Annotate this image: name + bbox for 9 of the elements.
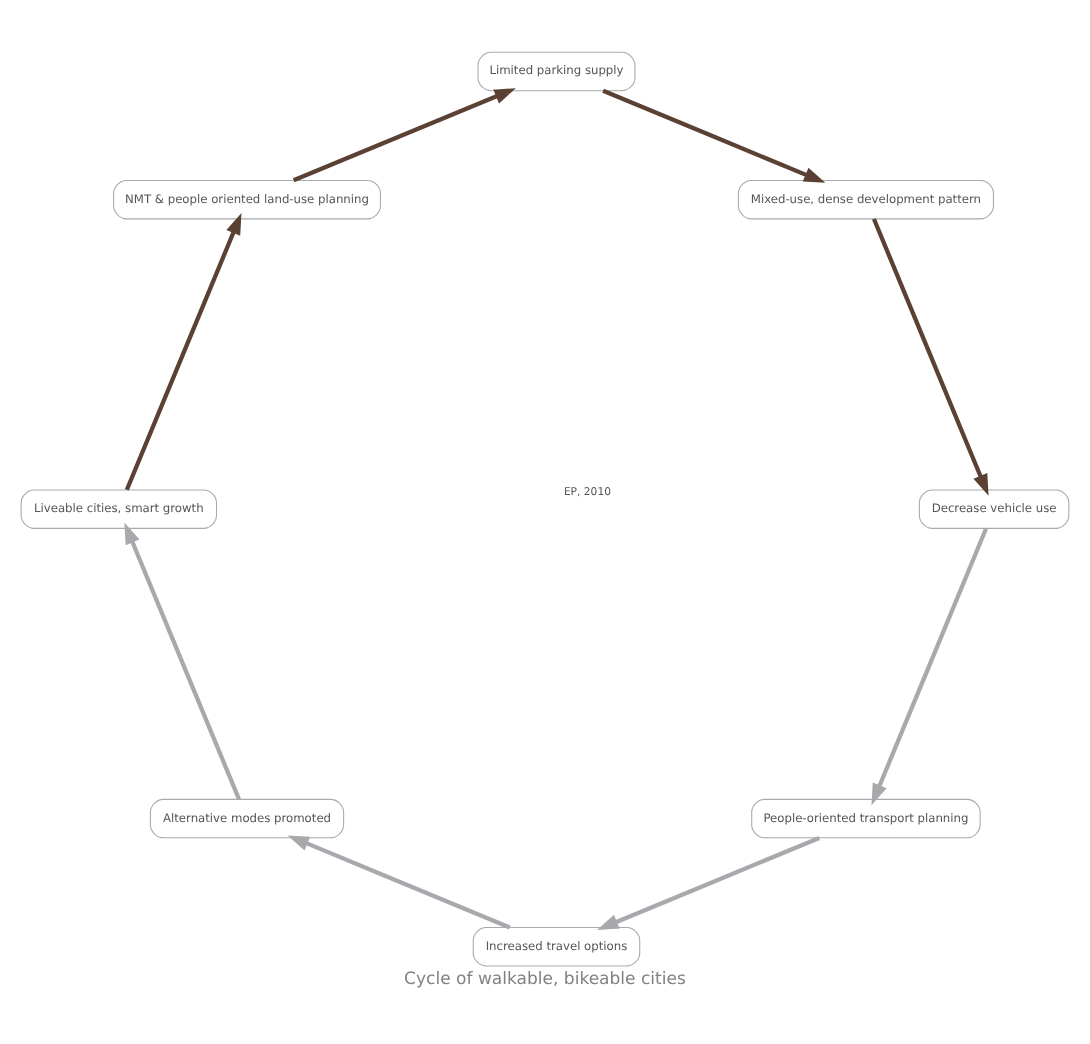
arrow: [292, 87, 516, 182]
diagram-title: Cycle of walkable, bikeable cities: [404, 968, 686, 989]
arrow: [124, 521, 241, 800]
arrow: [597, 834, 821, 929]
arrow: [124, 212, 242, 490]
arrow: [602, 87, 826, 182]
arrow: [287, 834, 511, 929]
arrow: [871, 526, 989, 805]
arrow: [871, 217, 989, 495]
